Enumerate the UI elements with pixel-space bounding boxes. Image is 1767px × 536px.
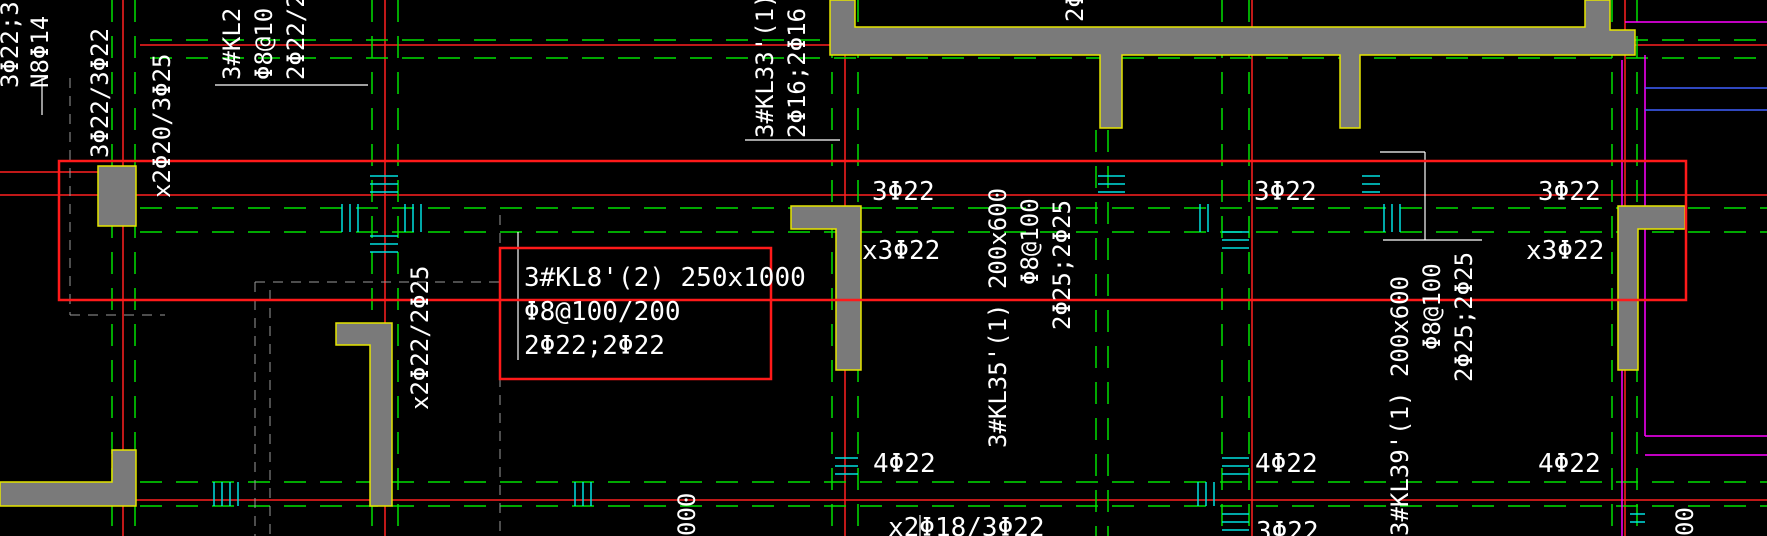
grey-guide-lines xyxy=(69,78,501,536)
text-bottom-2: 3Φ22 xyxy=(1256,517,1319,536)
column-mid-L xyxy=(790,205,862,371)
text-kl33-2: 2Φ16;2Φ16 xyxy=(783,8,811,138)
text-kl8-2: Φ8@100/200 xyxy=(524,297,681,327)
highlight-beam-band xyxy=(57,159,1688,302)
magenta-lines xyxy=(1621,21,1767,536)
text-kl2-1: 3#KL2 xyxy=(218,8,246,80)
text-bottom-1: x2Φ18/3Φ22 xyxy=(888,513,1045,536)
text-beam-top-1: 3Φ22 xyxy=(872,177,935,207)
column-top-right-frame xyxy=(829,0,1636,129)
text-bottom-00: 00 xyxy=(1671,507,1699,536)
blue-lines xyxy=(1645,87,1767,111)
text-beam-bot-1: x3Φ22 xyxy=(862,236,940,266)
rebar-marks xyxy=(213,175,1645,531)
text-bottom-000: 000 xyxy=(673,493,701,536)
text-kl35-3: 2Φ25;2Φ25 xyxy=(1048,200,1076,330)
text-low-3: 4Φ22 xyxy=(1538,449,1601,479)
text-kl35-2: Φ8@100 xyxy=(1016,198,1044,285)
text-kl2-2: Φ8@10 xyxy=(250,8,278,80)
highlight-kl8-annotation xyxy=(498,246,773,381)
column-left-small xyxy=(97,165,137,227)
text-kl8-1: 3#KL8'(2) 250x1000 xyxy=(524,263,806,293)
text-kl35-1: 3#KL35'(1) 200x600 xyxy=(984,188,1012,448)
text-kl8-3: 2Φ22;2Φ22 xyxy=(524,331,665,361)
text-beam-top-2: 3Φ22 xyxy=(1254,177,1317,207)
text-kl2-3: 2Φ22/2 xyxy=(282,0,310,80)
text-top-left-2: N8Φ14 xyxy=(26,16,54,88)
text-top-left-1: 3Φ22;3 xyxy=(0,1,24,88)
columns xyxy=(0,0,1686,507)
column-right-L xyxy=(1617,205,1686,371)
text-vert-b: x2Φ20/3Φ25 xyxy=(148,54,176,199)
text-vert-a: 3Φ22/3Φ22 xyxy=(86,28,114,158)
text-annotations: 3Φ22;3 N8Φ14 3Φ22/3Φ22 x2Φ20/3Φ25 3#KL2 … xyxy=(0,0,1699,536)
column-bottom-left xyxy=(0,449,137,507)
text-kl39-2: Φ8@100 xyxy=(1418,263,1446,350)
text-low-1: 4Φ22 xyxy=(873,449,936,479)
text-top-partial: 2Φ xyxy=(1061,0,1089,22)
text-kl33-1: 3#KL33'(1) xyxy=(751,0,779,138)
text-beam-top-3: 3Φ22 xyxy=(1538,177,1601,207)
text-beam-bot-2: x3Φ22 xyxy=(1526,236,1604,266)
text-kl39-1: 3#KL39'(1) 200x600 xyxy=(1386,276,1414,536)
text-low-2: 4Φ22 xyxy=(1255,449,1318,479)
text-vert-c: x2Φ22/2Φ25 xyxy=(406,266,434,411)
column-lower-L xyxy=(335,322,393,507)
text-kl39-3: 2Φ25;2Φ25 xyxy=(1450,252,1478,382)
